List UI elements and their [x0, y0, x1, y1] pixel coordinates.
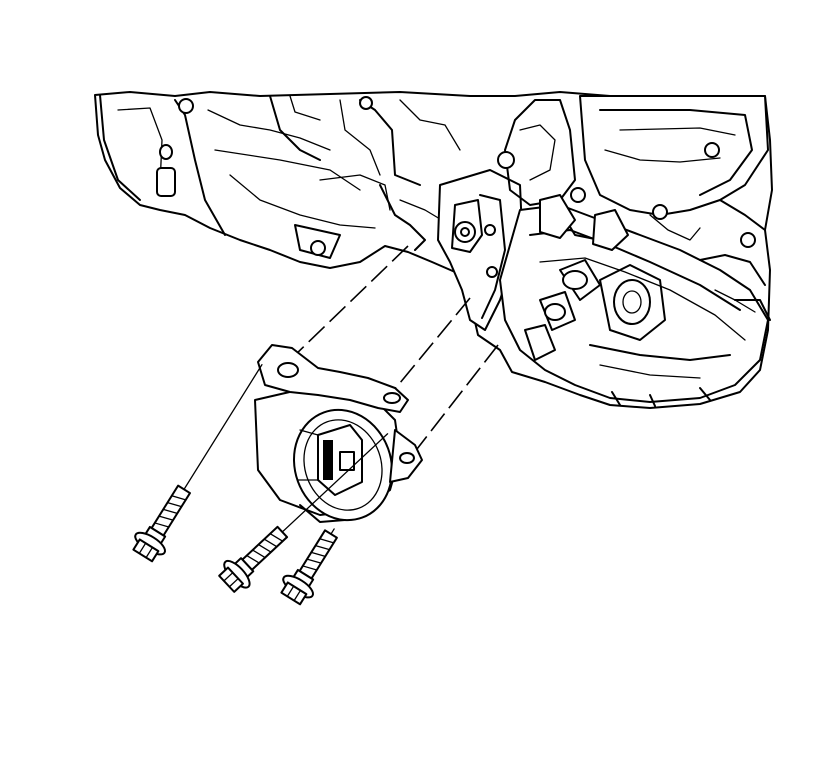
mount-bolt-3 [280, 528, 338, 606]
mount-bolt-1 [132, 364, 263, 563]
mount-bolt-2 [218, 433, 389, 593]
engine-block [94, 91, 773, 409]
alignment-lines [291, 245, 499, 459]
transmission-mount [254, 344, 423, 523]
